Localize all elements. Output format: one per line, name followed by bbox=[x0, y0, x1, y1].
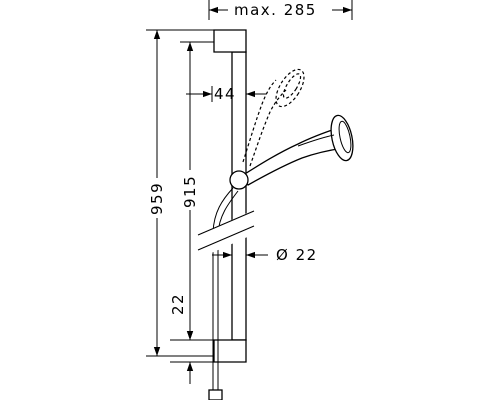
hand-shower-tilted-position bbox=[242, 68, 305, 167]
rail-height-label: 915 bbox=[181, 175, 199, 208]
slider-holder bbox=[229, 170, 249, 190]
width-max-label: max. 285 bbox=[234, 1, 317, 19]
overall-height-dimension: 959 bbox=[146, 29, 216, 357]
rail-diameter-label: Ø 22 bbox=[276, 246, 318, 264]
rail-height-dimension: 915 bbox=[180, 41, 216, 340]
holder-offset-label: 44 bbox=[214, 85, 236, 103]
width-dimension: max. 285 bbox=[208, 0, 353, 20]
holder-offset-dimension: 44 bbox=[186, 85, 266, 103]
hand-shower bbox=[238, 114, 354, 186]
rail-break-symbol bbox=[197, 210, 257, 256]
rail-diameter-dimension: Ø 22 bbox=[212, 246, 318, 264]
clearance-label: 22 bbox=[169, 293, 187, 315]
overall-height-label: 959 bbox=[148, 182, 166, 215]
shower-rail bbox=[213, 29, 247, 363]
clearance-dimension: 22 bbox=[169, 293, 216, 384]
